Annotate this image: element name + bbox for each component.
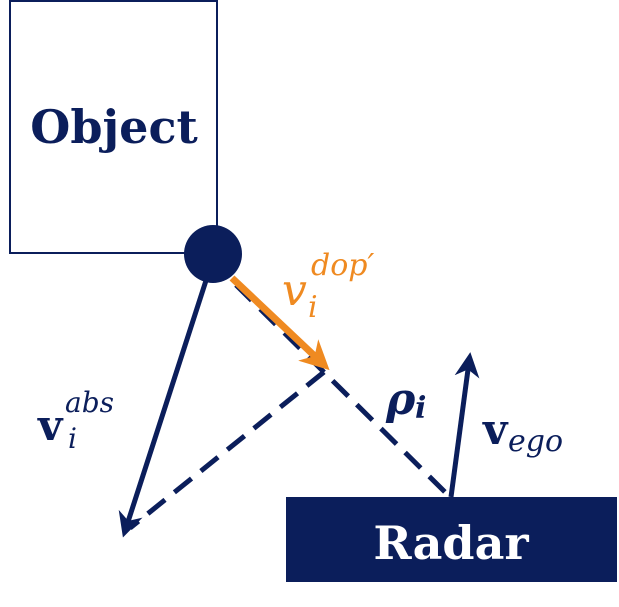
v-abs-sub: i	[68, 422, 77, 455]
object-box: Object	[9, 0, 218, 254]
v-abs-arrow	[118, 261, 215, 538]
measurement-point	[184, 225, 242, 283]
projection-line	[128, 370, 326, 530]
v-dop-arrow	[229, 275, 330, 371]
v-abs-label: v abs i	[37, 386, 114, 455]
object-label: Object	[30, 100, 198, 154]
v-abs-base: v	[37, 401, 64, 450]
svg-text:v: v	[37, 401, 64, 450]
v-ego-sub: ego	[508, 424, 563, 459]
rho-base: ρ	[385, 374, 416, 425]
v-abs-sup: abs	[65, 386, 114, 419]
v-dop-label: v dop′ i	[282, 248, 374, 325]
rho-label: ρ i	[385, 374, 426, 426]
range-line	[234, 283, 452, 499]
v-ego-base: v	[482, 405, 509, 454]
v-ego-label: v ego	[482, 405, 563, 459]
rho-sub: i	[415, 391, 426, 426]
v-dop-sup: dop′	[311, 248, 374, 283]
v-dop-base: v	[282, 265, 307, 316]
v-dop-sub: i	[308, 290, 318, 325]
v-ego-arrow	[448, 352, 480, 498]
radar-label: Radar	[373, 516, 529, 570]
radar-box: Radar	[286, 497, 617, 582]
